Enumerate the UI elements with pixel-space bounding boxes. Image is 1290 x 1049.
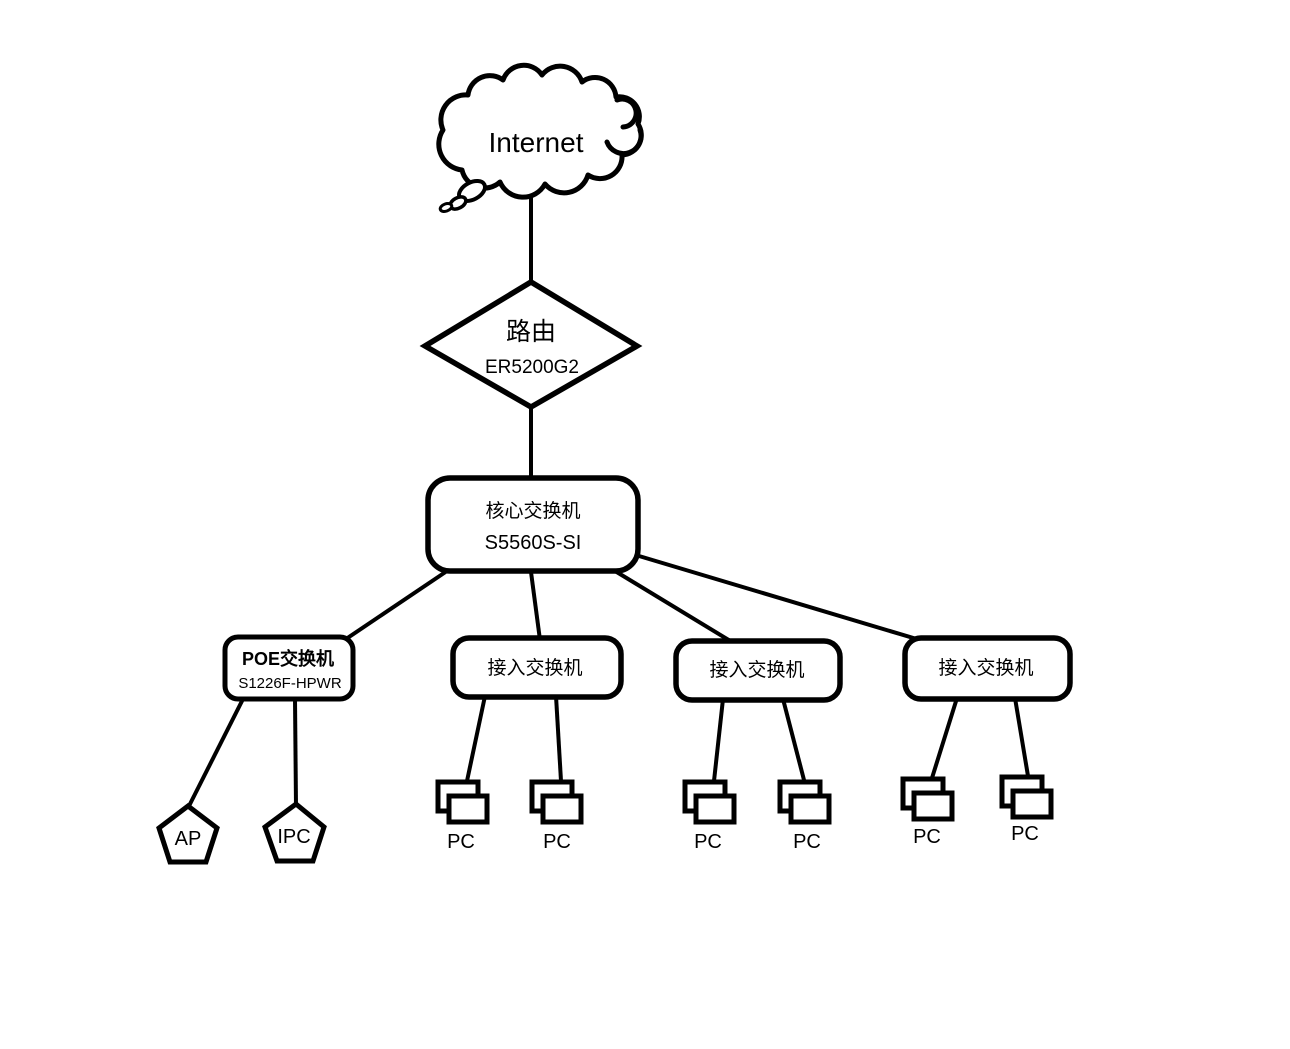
access-switch-3-label: 接入交换机	[938, 657, 1033, 679]
link-access1-pc1	[465, 695, 487, 782]
router-label: 路由	[506, 318, 556, 346]
pc-4-icon-front	[788, 793, 832, 825]
ipc-pentagon-icon	[262, 800, 327, 864]
cloud-bubble-small	[438, 202, 454, 213]
link-access2-pc3	[712, 698, 725, 782]
pc-4-label: PC	[793, 831, 821, 853]
access-switch-1-label: 接入交换机	[487, 657, 582, 679]
link-core-access-switch-2	[613, 569, 734, 644]
pc-5-icon-front	[911, 790, 955, 822]
core-switch-node: 核心交换机 S5560S-SI	[425, 475, 641, 574]
ap-label: AP	[175, 828, 202, 850]
poe-switch-label: POE交换机	[242, 648, 334, 669]
pc-5-node: PC	[900, 776, 955, 848]
ipc-node: IPC	[262, 800, 327, 864]
access-switch-2-box	[673, 638, 843, 703]
pc-1-node: PC	[435, 779, 490, 853]
pc-5-label: PC	[913, 826, 941, 848]
pc-3-label: PC	[694, 831, 722, 853]
pc-4-node: PC	[777, 779, 832, 853]
pc-2-label: PC	[543, 831, 571, 853]
link-core-access-switch-1	[529, 571, 542, 641]
link-poe-ap	[186, 698, 245, 809]
pc-2-icon-front	[540, 793, 584, 825]
core-switch-box	[425, 475, 641, 574]
access-switch-3-box	[902, 635, 1073, 702]
pc-3-node: PC	[682, 779, 737, 853]
link-access3-pc6	[1013, 697, 1030, 777]
pc-6-icon-front	[1010, 788, 1054, 820]
cloud-curl-detail-right	[604, 127, 644, 157]
ap-pentagon-icon	[156, 802, 220, 865]
pc-6-node: PC	[999, 774, 1054, 845]
core-switch-model: S5560S-SI	[485, 532, 582, 554]
access-switch-1-node: 接入交换机	[450, 635, 624, 700]
internet-node: Internet	[436, 62, 644, 213]
router-diamond-shape	[419, 278, 643, 411]
router-model: ER5200G2	[485, 357, 579, 378]
cloud-curl-detail-top	[614, 96, 639, 130]
core-switch-label: 核心交换机	[485, 500, 580, 522]
pc-2-node: PC	[529, 779, 584, 853]
poe-switch-box	[222, 634, 356, 702]
link-access3-pc5	[930, 697, 959, 779]
pc-3-icon-front	[693, 793, 737, 825]
pc-6-label: PC	[1011, 823, 1039, 845]
poe-switch-model: S1226F-HPWR	[238, 675, 342, 692]
access-switch-2-label: 接入交换机	[709, 659, 804, 681]
link-core-access-switch-3	[638, 554, 921, 642]
link-access2-pc4	[781, 698, 806, 781]
link-access1-pc2	[554, 695, 563, 782]
poe-switch-node: POE交换机 S1226F-HPWR	[222, 634, 356, 702]
pc-1-label: PC	[447, 831, 475, 853]
access-switch-3-node: 接入交换机	[902, 635, 1073, 702]
pc-1-icon-front	[446, 793, 490, 825]
link-core-poe-switch	[344, 569, 449, 641]
access-switch-2-node: 接入交换机	[673, 638, 843, 703]
internet-label: Internet	[489, 127, 584, 158]
internet-cloud-icon	[436, 62, 644, 200]
edges	[186, 186, 1030, 809]
access-switch-1-box	[450, 635, 624, 700]
ap-node: AP	[156, 802, 220, 865]
link-poe-ipc	[293, 698, 298, 807]
ipc-label: IPC	[277, 826, 310, 848]
router-node: 路由 ER5200G2	[419, 278, 643, 411]
